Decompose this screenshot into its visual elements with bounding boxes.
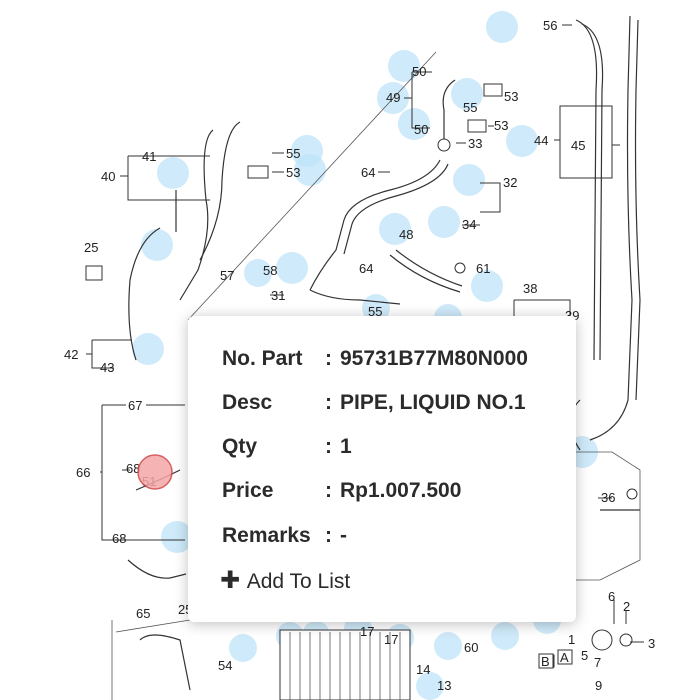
callout-2: 2 (623, 599, 630, 614)
callout-33: 33 (468, 136, 482, 151)
callout-A: A (560, 650, 569, 665)
callout-32: 32 (503, 175, 517, 190)
callout-31: 31 (271, 288, 285, 303)
remarks-value: - (340, 524, 347, 547)
qty-label: Qty (222, 435, 258, 458)
callout-50b: 50 (414, 122, 428, 137)
callout-61: 61 (476, 261, 490, 276)
callout-48: 48 (399, 227, 413, 242)
price-value: Rp1.007.500 (340, 479, 462, 502)
callout-6: 6 (608, 589, 615, 604)
callout-66: 66 (76, 465, 90, 480)
callout-55b: 55 (286, 146, 300, 161)
callout-38: 38 (523, 281, 537, 296)
selected-hotspot[interactable] (137, 454, 173, 490)
callout-17b: 17 (384, 632, 398, 647)
callout-55: 55 (463, 100, 477, 115)
callout-56: 56 (543, 18, 557, 33)
callout-68: 68 (126, 461, 140, 476)
callout-53c: 53 (286, 165, 300, 180)
callout-41: 41 (142, 149, 156, 164)
callout-57: 57 (220, 268, 234, 283)
part-number-colon: : (325, 347, 332, 370)
plus-icon: ✚ (220, 567, 241, 594)
part-info-popup: No. Part : 95731B77M80N000 Desc : PIPE, … (188, 316, 576, 622)
callout-53b: 53 (494, 118, 508, 133)
part-number-value: 95731B77M80N000 (340, 347, 528, 370)
desc-value: PIPE, LIQUID NO.1 (340, 391, 526, 414)
leader-lines (86, 24, 644, 643)
callout-58: 58 (263, 263, 277, 278)
callout-55c: 55 (368, 304, 382, 319)
callout-53: 53 (504, 89, 518, 104)
callout-B: B (541, 654, 550, 669)
price-colon: : (325, 479, 332, 502)
desc-label: Desc (222, 391, 273, 414)
callout-68b: 68 (112, 531, 126, 546)
callout-3: 3 (648, 636, 655, 651)
qty-value: 1 (340, 435, 352, 458)
callout-labels: 56 50 49 55 53 50 53 33 44 45 41 55 40 5… (64, 18, 655, 693)
callout-7: 7 (594, 655, 601, 670)
callout-64b: 64 (359, 261, 373, 276)
callout-60: 60 (464, 640, 478, 655)
callout-13: 13 (437, 678, 451, 693)
callout-34: 34 (462, 217, 476, 232)
callout-44: 44 (534, 133, 548, 148)
callout-67: 67 (128, 398, 142, 413)
callout-43: 43 (100, 360, 114, 375)
remarks-label: Remarks (222, 524, 311, 547)
callout-1: 1 (568, 632, 575, 647)
callout-9: 9 (595, 678, 602, 693)
callout-42: 42 (64, 347, 78, 362)
callout-40: 40 (101, 169, 115, 184)
remarks-colon: : (325, 524, 332, 547)
callout-14: 14 (416, 662, 430, 677)
add-to-list-label: Add To List (246, 570, 351, 593)
part-number-label: No. Part (222, 347, 303, 370)
callout-36: 36 (601, 490, 615, 505)
callout-25: 25 (84, 240, 98, 255)
callout-17: 17 (360, 624, 374, 639)
add-to-list-button[interactable]: ✚ Add To List (220, 566, 350, 596)
desc-colon: : (325, 391, 332, 414)
callout-54: 54 (218, 658, 232, 673)
callout-50: 50 (412, 64, 426, 79)
callout-64: 64 (361, 165, 375, 180)
qty-colon: : (325, 435, 332, 458)
callout-49: 49 (386, 90, 400, 105)
callout-65: 65 (136, 606, 150, 621)
callout-45: 45 (571, 138, 585, 153)
pipe-drawings (85, 15, 641, 700)
callout-5: 5 (581, 648, 588, 663)
price-label: Price (222, 479, 274, 502)
